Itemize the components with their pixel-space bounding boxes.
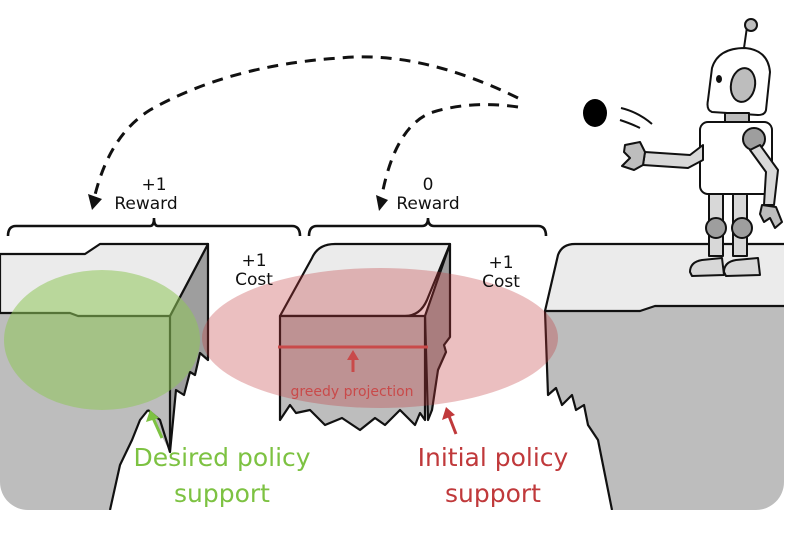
middle-block [278, 242, 452, 432]
greedy-up-arrow-icon [347, 350, 359, 372]
initial-policy-ellipse [202, 268, 558, 408]
cost1-value: +1 [241, 251, 266, 271]
cost1-word: Cost [235, 270, 273, 290]
short-trajectory [380, 103, 519, 196]
middle-reward-value: 0 [423, 175, 434, 195]
middle-block-face [278, 314, 427, 432]
initial-arrow-icon [442, 407, 458, 435]
short-trajectory-arrowhead-icon [376, 195, 388, 211]
cost2-word: Cost [482, 272, 520, 292]
greedy-projection-label: greedy projection [290, 384, 413, 400]
middle-block-side [423, 242, 452, 422]
long-trajectory-arrowhead-icon [88, 194, 102, 210]
cost2-value: +1 [488, 253, 513, 273]
right-cliff-top [543, 242, 784, 313]
initial-policy-label-line1: Initial policy [418, 443, 569, 472]
desired-policy-label-line2: support [174, 479, 270, 508]
initial-policy-label-line2: support [445, 479, 541, 508]
desired-policy-ellipse [4, 270, 200, 410]
desired-policy-label-line1: Desired policy [133, 443, 310, 472]
robot-icon [621, 18, 783, 277]
left-reward-brace [6, 217, 302, 237]
left-reward-word: Reward [114, 194, 177, 214]
middle-reward-word: Reward [396, 194, 459, 214]
right-cliff [543, 242, 784, 510]
desired-arrow-icon [146, 410, 164, 439]
right-cliff-face [545, 306, 784, 510]
ball-motion-lines [619, 107, 653, 129]
ball-icon [583, 99, 607, 127]
long-trajectory [93, 55, 519, 196]
middle-reward-brace [307, 217, 548, 237]
left-reward-value: +1 [141, 175, 166, 195]
